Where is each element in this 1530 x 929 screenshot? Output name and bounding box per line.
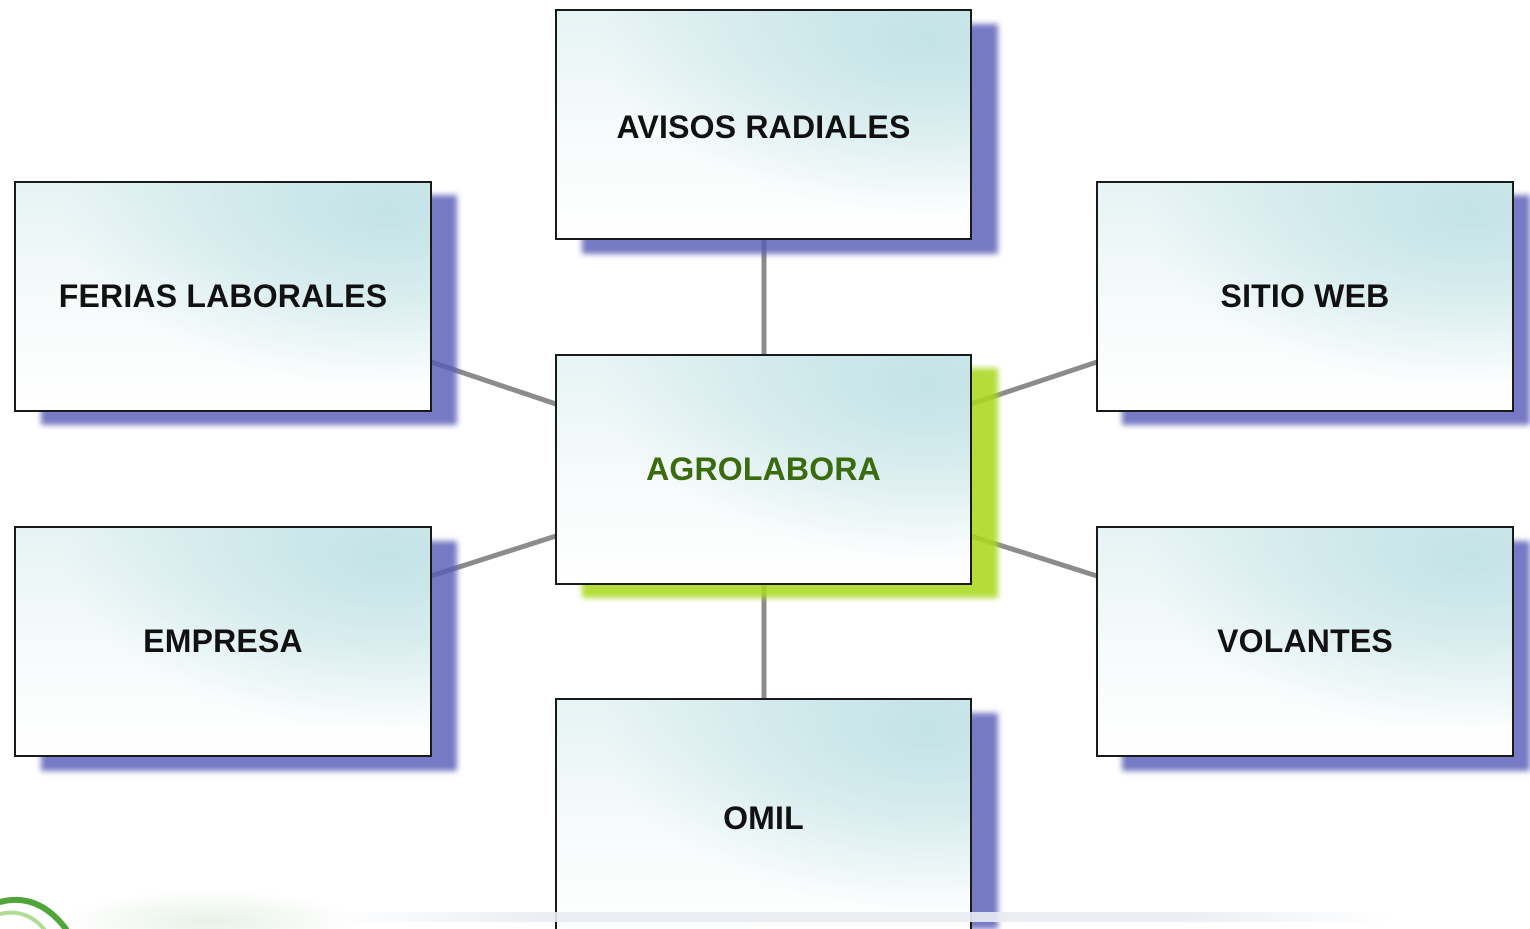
node-ferias-laborales: FERIAS LABORALES (14, 181, 432, 412)
green-arc-logo-icon (0, 896, 69, 929)
node-label: VOLANTES (1217, 623, 1393, 659)
node-label: AVISOS RADIALES (616, 109, 911, 145)
footer-glow (60, 890, 360, 929)
center-node-label: AGROLABORA (646, 451, 881, 487)
node-empresa: EMPRESA (14, 526, 432, 757)
node-avisos-radiales: AVISOS RADIALES (555, 9, 972, 240)
node-label: EMPRESA (143, 623, 303, 659)
node-volantes: VOLANTES (1096, 526, 1514, 757)
node-label: SITIO WEB (1220, 278, 1390, 314)
node-agrolabora: AGROLABORA (555, 354, 972, 585)
node-label: OMIL (723, 800, 804, 836)
node-sitio-web: SITIO WEB (1096, 181, 1514, 412)
node-label: FERIAS LABORALES (58, 278, 388, 314)
footer-gradient-band (330, 912, 1390, 922)
node-omil: OMIL (555, 698, 972, 929)
